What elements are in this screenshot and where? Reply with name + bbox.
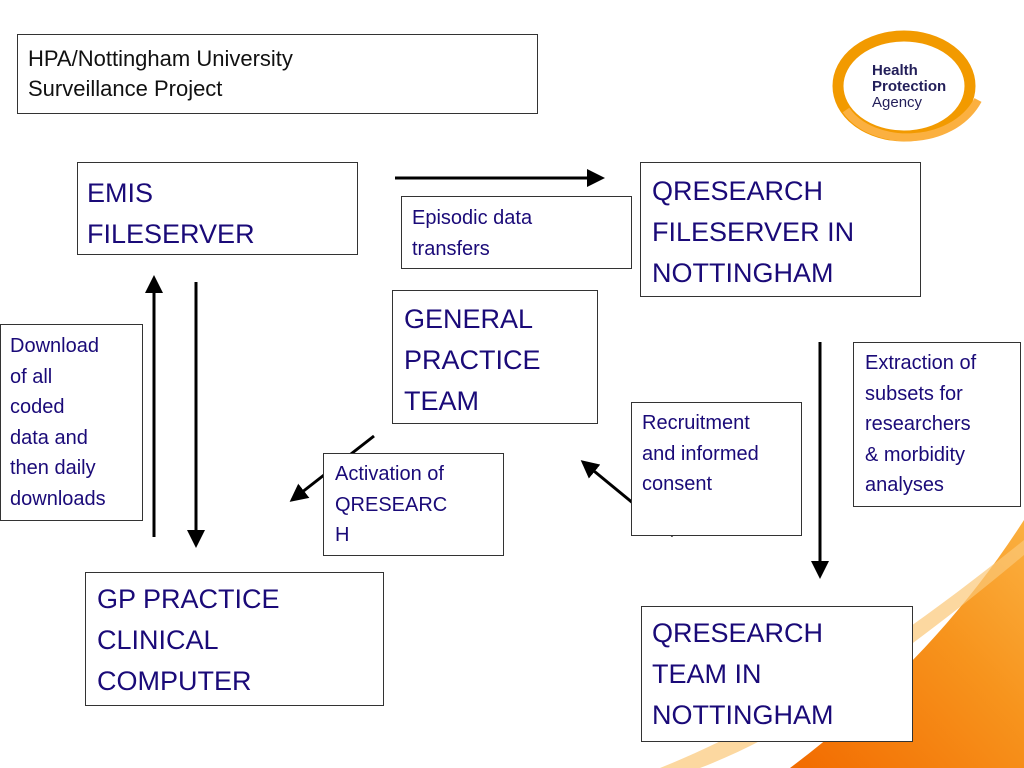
logo-ring-icon	[832, 30, 982, 142]
node-general-practice-team: GENERAL PRACTICE TEAM	[392, 290, 598, 424]
logo-word-protection: Protection	[872, 78, 947, 95]
note-activation-text: Activation of QRESEARC H	[335, 463, 448, 546]
title-box: HPA/Nottingham University Surveillance P…	[17, 34, 538, 114]
node-qresearch-team-label: QRESEARCH TEAM IN NOTTINGHAM	[652, 618, 834, 730]
note-recruitment: Recruitment and informed consent	[631, 402, 802, 536]
note-episodic-data-transfers: Episodic data transfers	[401, 196, 632, 269]
node-gp-practice-computer: GP PRACTICE CLINICAL COMPUTER	[85, 572, 384, 706]
note-activation: Activation of QRESEARC H	[323, 453, 504, 556]
note-extraction-text: Extraction of subsets for researchers & …	[865, 352, 977, 496]
note-extraction: Extraction of subsets for researchers & …	[853, 342, 1021, 507]
node-qresearch-team: QRESEARCH TEAM IN NOTTINGHAM	[641, 606, 913, 742]
node-gp-practice-computer-label: GP PRACTICE CLINICAL COMPUTER	[97, 584, 280, 696]
note-download: Download of all coded data and then dail…	[0, 324, 143, 521]
note-recruitment-text: Recruitment and informed consent	[642, 412, 759, 495]
logo-word-health: Health	[872, 62, 918, 79]
node-emis-fileserver: EMIS FILESERVER	[77, 162, 358, 255]
node-general-practice-team-label: GENERAL PRACTICE TEAM	[404, 304, 541, 416]
health-protection-agency-logo: Health Protection Agency	[832, 30, 988, 142]
note-episodic-data-transfers-text: Episodic data transfers	[412, 207, 533, 260]
logo-word-agency: Agency	[872, 94, 923, 111]
page-title: HPA/Nottingham University Surveillance P…	[28, 46, 293, 101]
node-qresearch-fileserver: QRESEARCH FILESERVER IN NOTTINGHAM	[640, 162, 921, 297]
node-emis-fileserver-label: EMIS FILESERVER	[87, 178, 255, 249]
note-download-text: Download of all coded data and then dail…	[10, 335, 106, 510]
node-qresearch-fileserver-label: QRESEARCH FILESERVER IN NOTTINGHAM	[652, 176, 855, 288]
